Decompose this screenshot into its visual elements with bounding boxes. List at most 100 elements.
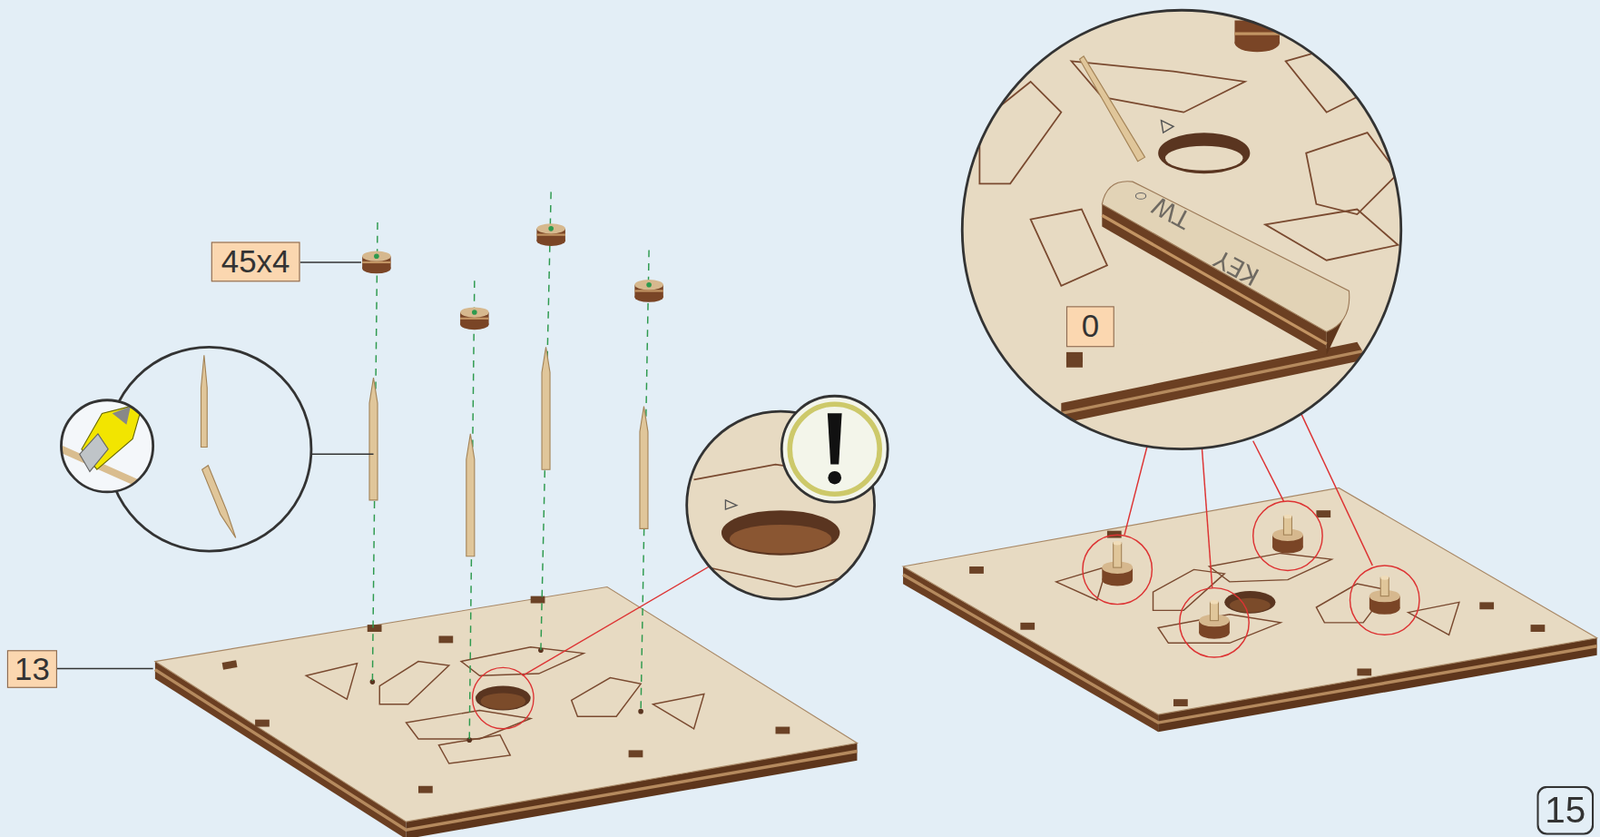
illustration-shape — [536, 235, 565, 246]
illustration-shape — [522, 566, 710, 676]
illustration-shape — [530, 596, 546, 604]
illustration-shape — [305, 663, 357, 699]
illustration-shape — [775, 726, 791, 735]
illustration-shape — [1030, 208, 1108, 285]
key-detail — [961, 9, 1401, 449]
illustration-shape — [903, 487, 1598, 715]
illustration-shape — [536, 223, 565, 234]
illustration-shape — [438, 635, 453, 643]
illustration-shape — [1082, 534, 1152, 604]
callout-number: 45x4 — [221, 243, 291, 280]
dowels — [369, 346, 648, 556]
illustration-shape — [1060, 351, 1363, 414]
illustration-shape — [1201, 449, 1212, 589]
illustration-shape — [1285, 40, 1388, 113]
assembled-pins — [1101, 514, 1400, 639]
illustration-shape — [1158, 614, 1281, 643]
callout-number: 15 — [1544, 788, 1586, 832]
illustration-shape — [300, 261, 362, 263]
illustration-shape — [653, 694, 705, 729]
illustration-shape — [1158, 132, 1250, 174]
illustration-shape — [60, 402, 153, 491]
illustration-shape — [969, 510, 1545, 707]
illustration-shape — [639, 405, 648, 529]
illustration-shape — [1380, 575, 1389, 580]
illustration-shape — [255, 719, 270, 727]
illustration-shape — [1369, 601, 1401, 614]
illustration-shape — [1315, 510, 1331, 518]
illustration-shape — [438, 735, 511, 764]
illustration-shape — [1101, 540, 1133, 586]
illustration-shape — [311, 453, 374, 455]
illustration-shape — [1198, 599, 1230, 639]
illustration-shape — [789, 403, 880, 494]
illustration-shape — [222, 596, 791, 794]
illustration-shape — [1135, 193, 1146, 200]
illustration-shape — [480, 692, 526, 709]
illustration-shape — [460, 317, 489, 320]
part-callout: 0 — [1066, 305, 1115, 347]
base-plate-left — [155, 566, 858, 837]
illustration-shape — [1101, 573, 1133, 586]
illustration-shape — [1060, 342, 1367, 424]
illustration-shape — [961, 9, 1401, 449]
illustration-shape — [79, 433, 108, 472]
illustration-shape — [200, 354, 207, 447]
spacer-discs — [362, 223, 664, 330]
illustration-shape — [628, 749, 644, 757]
illustration-shape — [729, 524, 832, 553]
warning-detail — [687, 395, 888, 599]
illustration-shape — [305, 647, 705, 764]
illustration-shape — [969, 566, 984, 574]
illustration-shape — [1531, 624, 1546, 632]
illustration-shape — [362, 251, 391, 262]
illustration-shape — [540, 191, 551, 650]
illustration-shape — [634, 292, 663, 303]
illustration-shape — [200, 354, 236, 538]
illustration-shape — [466, 433, 475, 557]
illustration-shape — [979, 81, 1061, 184]
illustration-shape — [373, 253, 380, 259]
illustration-shape — [112, 405, 131, 424]
illustration-shape — [1234, 31, 1279, 35]
illustration-shape — [1283, 514, 1292, 519]
illustration-shape — [1380, 577, 1389, 596]
callout-number: 0 — [1081, 308, 1100, 345]
illustration-shape — [781, 395, 888, 502]
illustration-shape — [1198, 626, 1230, 639]
part-callout: 45x4 — [211, 241, 301, 282]
illustration-shape — [1253, 500, 1323, 570]
illustration-shape — [1209, 599, 1218, 604]
illustration-shape — [1301, 412, 1374, 566]
illustration-shape — [1224, 590, 1276, 614]
illustration-shape — [536, 233, 565, 236]
illustration-shape — [1173, 698, 1188, 707]
illustration-shape — [475, 686, 531, 711]
illustration-shape — [155, 587, 858, 823]
illustration-shape — [1101, 181, 1349, 333]
illustration-shape — [725, 500, 737, 510]
illustration-shape — [1369, 575, 1401, 615]
highlight-circles — [1082, 412, 1420, 658]
illustration-shape — [634, 289, 663, 292]
illustration-shape — [1113, 542, 1122, 568]
illustration-shape — [471, 309, 478, 315]
illustration-shape — [1209, 601, 1218, 620]
illustration-shape — [60, 400, 153, 492]
cut-detail — [60, 346, 311, 551]
illustration-shape — [379, 661, 449, 705]
illustration-shape — [1234, 33, 1279, 52]
illustration-shape — [1253, 441, 1285, 501]
illustration-shape — [1229, 598, 1271, 613]
illustration-shape — [548, 225, 554, 232]
illustration-shape — [1113, 540, 1122, 545]
illustration-shape — [1234, 19, 1279, 52]
illustration-shape — [646, 282, 652, 288]
illustration-shape — [1066, 357, 1083, 368]
illustration-shape — [638, 708, 644, 715]
illustration-shape — [827, 412, 843, 464]
illustration-shape — [1356, 667, 1372, 676]
part-callout: 13 — [7, 649, 58, 688]
illustration-shape — [1124, 446, 1148, 535]
